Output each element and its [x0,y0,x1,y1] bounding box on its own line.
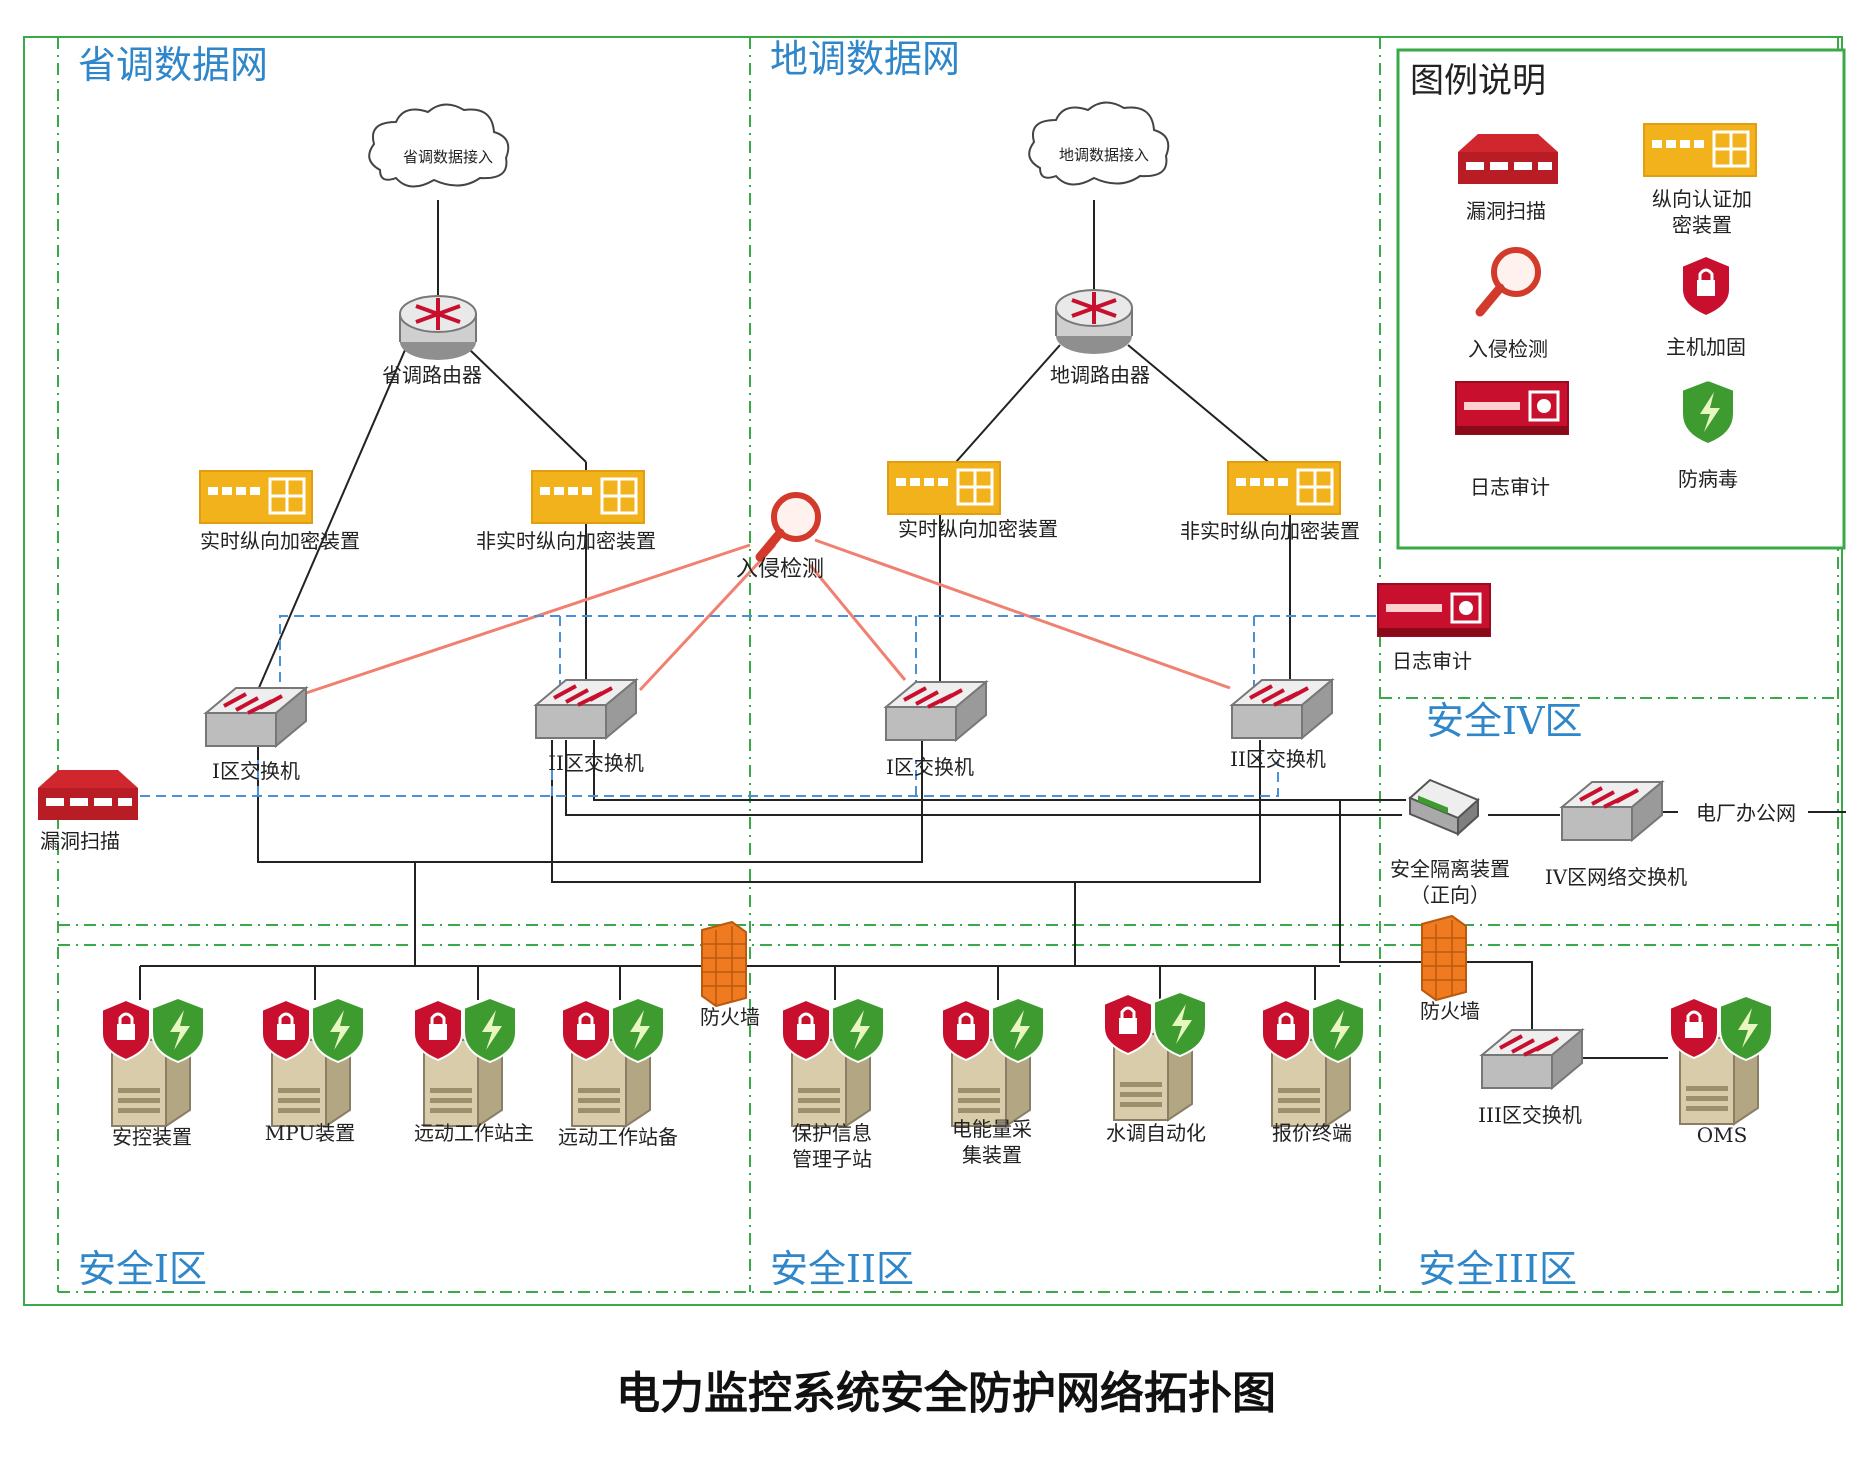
switch-zone3-icon [1480,1028,1584,1090]
province-router-label: 省调路由器 [382,363,482,387]
switch-zone2-local-icon [1230,678,1334,740]
local-router-label: 地调路由器 [1050,363,1150,387]
local-cloud [1028,101,1170,186]
legend-audit-label: 日志审计 [1470,475,1550,499]
legend-encryptor-label-2: 密装置 [1672,213,1732,237]
firewall-2-label: 防火墙 [1420,999,1480,1023]
switch-zone1-prov-icon [204,686,308,748]
legend-box [1396,48,1846,550]
server-label-5b: 集装置 [962,1143,1022,1167]
outer-frame [23,36,1843,1306]
switch-zone3-label: III区交换机 [1478,1103,1582,1127]
prov-realtime-encryptor-icon [198,469,314,525]
switch-zone1-local-icon [884,680,988,742]
vuln-scan-icon [38,770,138,820]
office-net-label: 电厂办公网 [1696,801,1796,825]
local-router-icon [1054,288,1134,356]
server-label-4: 保护信息 [792,1121,872,1145]
zone-title-local-net: 地调数据网 [770,37,960,81]
ids-icon [760,495,818,557]
zone-title-zone-3: 安全III区 [1418,1247,1577,1291]
prov-realtime-encryptor-label: 实时纵向加密装置 [200,529,360,553]
local-nonrealtime-encryptor-label: 非实时纵向加密装置 [1180,519,1360,543]
zone-title-province-net: 省调数据网 [78,43,268,87]
prov-nonrealtime-encryptor-icon [530,469,646,525]
zone-title-zone-4: 安全IV区 [1426,699,1582,743]
switch-zone2-prov-label: II区交换机 [548,751,644,775]
isolation-device-icon [1409,779,1479,835]
prov-nonrealtime-encryptor-label: 非实时纵向加密装置 [476,529,656,553]
legend-antivirus-label: 防病毒 [1678,467,1738,491]
province-cloud [368,103,510,188]
firewall-2-icon [1421,915,1467,1001]
legend-lock-icon [1680,254,1732,318]
local-nonrealtime-encryptor-icon [1226,460,1342,516]
server-label-0: 安控装置 [112,1125,192,1149]
local-realtime-encryptor-label: 实时纵向加密装置 [898,517,1058,541]
zone-title-zone-1: 安全I区 [78,1247,207,1291]
switch-zone2-local-label: II区交换机 [1230,747,1326,771]
server-label-8: OMS [1697,1123,1748,1147]
local-realtime-encryptor-icon [886,460,1002,516]
switch-zone1-local-label: I区交换机 [886,755,974,779]
zone-title-zone-2: 安全II区 [770,1247,914,1291]
province-cloud-label: 省调数据接入 [403,148,493,166]
server-label-6: 水调自动化 [1106,1121,1206,1145]
log-audit-label: 日志审计 [1392,649,1472,673]
legend-vuln-scan-label: 漏洞扫描 [1466,199,1546,223]
isolation-device-label: 安全隔离装置 [1390,857,1510,881]
diagram-caption: 电力监控系统安全防护网络拓扑图 [616,1368,1276,1419]
legend-title: 图例说明 [1410,61,1546,101]
firewall-1-label: 防火墙 [700,1005,760,1029]
server-label-5: 电能量采 [952,1117,1032,1141]
isolation-device-direction: （正向） [1410,883,1490,907]
switch-zone1-prov-label: I区交换机 [212,759,300,783]
switch-zone2-prov-icon [534,678,638,740]
server-label-4b: 管理子站 [792,1147,872,1171]
server-label-2: 远动工作站主 [414,1121,534,1145]
zone-frames [23,36,1846,1306]
log-audit-icon [1376,582,1492,638]
local-cloud-label: 地调数据接入 [1059,146,1149,164]
switch-zone4-icon [1560,780,1664,842]
legend-lock-label: 主机加固 [1666,335,1746,359]
switch-zone4-label: IV区网络交换机 [1545,865,1687,889]
legend-encryptor-icon [1642,122,1758,178]
server-label-1: MPU装置 [265,1121,355,1145]
server-label-7: 报价终端 [1272,1121,1352,1145]
legend-ids-label: 入侵检测 [1468,337,1548,361]
legend-audit-icon [1454,380,1570,436]
vuln-scan-label: 漏洞扫描 [40,829,120,853]
legend-vuln-scan-icon [1458,134,1558,184]
province-router-icon [398,294,478,362]
legend: 图例说明 漏洞扫描 纵向认证加 密装置 入侵检测 主机加固 日志审计 防病毒 [1410,61,1758,499]
server-label-3: 远动工作站备 [558,1125,678,1149]
legend-encryptor-label-1: 纵向认证加 [1652,187,1752,211]
ids-label: 入侵检测 [736,557,824,582]
firewall-1-icon [701,921,747,1007]
